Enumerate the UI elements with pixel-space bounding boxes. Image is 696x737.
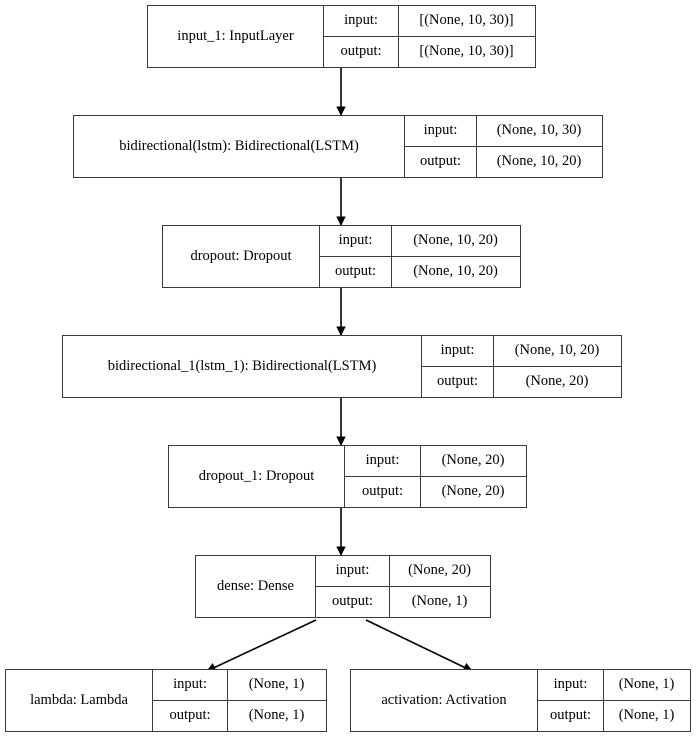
node-lambda-output-key: output: — [153, 700, 228, 731]
node-bidirectional_1-input-key: input: — [422, 336, 494, 366]
node-bidirectional-io-table: input: (None, 10, 30) output: (None, 10,… — [405, 116, 602, 177]
node-input_1-input-value: [(None, 10, 30)] — [419, 11, 514, 28]
node-activation[interactable]: activation: Activation input: (None, 1) … — [350, 669, 691, 732]
node-dropout_1-label: dropout_1: Dropout — [169, 446, 345, 507]
node-bidirectional[interactable]: bidirectional(lstm): Bidirectional(LSTM)… — [73, 115, 603, 178]
node-input_1-output-key: output: — [324, 36, 399, 67]
node-input_1-output-value: [(None, 10, 30)] — [419, 42, 514, 59]
node-dropout[interactable]: dropout: Dropout input: (None, 10, 20) o… — [162, 225, 521, 288]
node-dropout-input-key: input: — [320, 226, 392, 256]
node-activation-input-value: (None, 1) — [618, 675, 675, 692]
node-input_1-input-row: input: [(None, 10, 30)] — [324, 6, 535, 37]
node-bidirectional_1[interactable]: bidirectional_1(lstm_1): Bidirectional(L… — [62, 335, 622, 398]
node-bidirectional_1-output-row: output: (None, 20) — [422, 366, 621, 397]
node-dense-input-value: (None, 20) — [408, 561, 471, 578]
node-dense-input-row: input: (None, 20) — [316, 556, 490, 587]
node-lambda-label: lambda: Lambda — [6, 670, 153, 731]
node-dropout-output-row: output: (None, 10, 20) — [320, 256, 520, 287]
edge-dense-to-activation — [365, 619, 473, 672]
node-bidirectional_1-label: bidirectional_1(lstm_1): Bidirectional(L… — [63, 336, 422, 397]
node-dropout_1-input-row: input: (None, 20) — [345, 446, 526, 477]
node-lambda-input-key: input: — [153, 670, 228, 700]
node-dense-input-key: input: — [316, 556, 390, 586]
node-dropout_1-io-table: input: (None, 20) output: (None, 20) — [345, 446, 526, 507]
node-dropout_1[interactable]: dropout_1: Dropout input: (None, 20) out… — [168, 445, 527, 508]
node-lambda-input-value: (None, 1) — [248, 675, 305, 692]
node-dense-output-key: output: — [316, 586, 390, 617]
node-dropout_1-output-key: output: — [345, 476, 421, 507]
node-activation-output-row: output: (None, 1) — [538, 700, 690, 731]
node-dropout_1-output-row: output: (None, 20) — [345, 476, 526, 507]
node-input_1[interactable]: input_1: InputLayer input: [(None, 10, 3… — [147, 5, 536, 68]
node-bidirectional_1-output-key: output: — [422, 366, 494, 397]
node-dropout-output-value: (None, 10, 20) — [413, 262, 498, 279]
node-bidirectional-input-value: (None, 10, 30) — [496, 121, 582, 138]
node-dense-label: dense: Dense — [196, 556, 316, 617]
node-bidirectional-input-key: input: — [405, 116, 477, 146]
node-activation-input-key: input: — [538, 670, 604, 700]
node-dropout_1-input-value: (None, 20) — [441, 451, 505, 468]
node-bidirectional-output-row: output: (None, 10, 20) — [405, 146, 602, 177]
node-input_1-label: input_1: InputLayer — [148, 6, 324, 67]
node-bidirectional_1-input-row: input: (None, 10, 20) — [422, 336, 621, 367]
node-input_1-io-table: input: [(None, 10, 30)] output: [(None, … — [324, 6, 535, 67]
edge-dense-to-lambda — [206, 619, 317, 672]
node-dropout-io-table: input: (None, 10, 20) output: (None, 10,… — [320, 226, 520, 287]
node-dense-output-value: (None, 1) — [411, 592, 468, 609]
node-dropout-input-value: (None, 10, 20) — [413, 231, 498, 248]
node-lambda[interactable]: lambda: Lambda input: (None, 1) output: … — [5, 669, 327, 732]
node-bidirectional_1-input-value: (None, 10, 20) — [514, 341, 600, 358]
node-dense-io-table: input: (None, 20) output: (None, 1) — [316, 556, 490, 617]
node-bidirectional_1-output-value: (None, 20) — [525, 372, 589, 389]
node-bidirectional-output-key: output: — [405, 146, 477, 177]
node-lambda-output-row: output: (None, 1) — [153, 700, 326, 731]
node-activation-label: activation: Activation — [351, 670, 538, 731]
node-dense-output-row: output: (None, 1) — [316, 586, 490, 617]
node-dropout-label: dropout: Dropout — [163, 226, 320, 287]
node-dropout-output-key: output: — [320, 256, 392, 287]
node-dropout_1-input-key: input: — [345, 446, 421, 476]
node-activation-output-key: output: — [538, 700, 604, 731]
node-input_1-output-row: output: [(None, 10, 30)] — [324, 36, 535, 67]
node-bidirectional-label: bidirectional(lstm): Bidirectional(LSTM) — [74, 116, 405, 177]
node-bidirectional-input-row: input: (None, 10, 30) — [405, 116, 602, 147]
node-lambda-io-table: input: (None, 1) output: (None, 1) — [153, 670, 326, 731]
node-activation-io-table: input: (None, 1) output: (None, 1) — [538, 670, 690, 731]
node-activation-input-row: input: (None, 1) — [538, 670, 690, 701]
node-lambda-output-value: (None, 1) — [248, 706, 305, 723]
node-dropout_1-output-value: (None, 20) — [441, 482, 505, 499]
node-input_1-input-key: input: — [324, 6, 399, 36]
node-dense[interactable]: dense: Dense input: (None, 20) output: (… — [195, 555, 491, 618]
node-bidirectional-output-value: (None, 10, 20) — [496, 152, 582, 169]
node-activation-output-value: (None, 1) — [618, 706, 675, 723]
node-bidirectional_1-io-table: input: (None, 10, 20) output: (None, 20) — [422, 336, 621, 397]
node-dropout-input-row: input: (None, 10, 20) — [320, 226, 520, 257]
node-lambda-input-row: input: (None, 1) — [153, 670, 326, 701]
